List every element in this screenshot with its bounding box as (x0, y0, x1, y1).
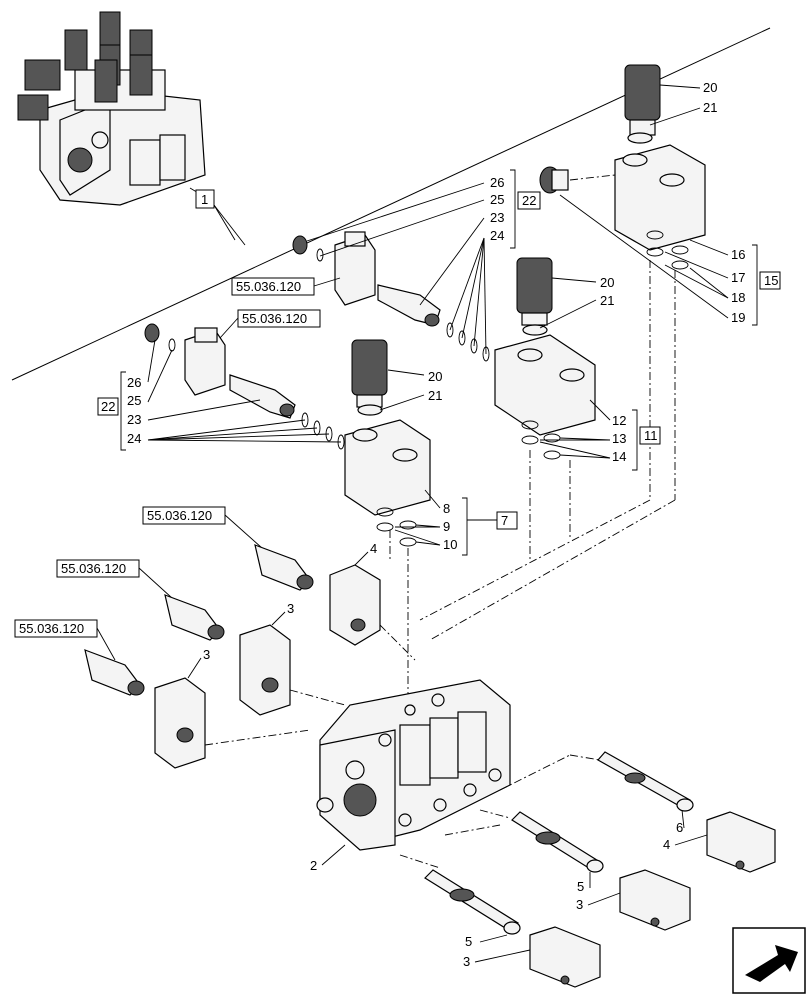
callout-5-lower: 5 (465, 934, 472, 949)
end-cap-4-right (706, 811, 776, 873)
callout-24-upper: 24 (490, 228, 504, 243)
quick-coupler-top-right (624, 64, 661, 144)
callout-26-upper: 26 (490, 175, 504, 190)
callout-9: 9 (443, 519, 450, 534)
spool-6 (597, 751, 694, 812)
callout-1: 1 (201, 192, 208, 207)
cartridge-valve-lower (229, 374, 296, 419)
valve-block-7 (344, 419, 431, 516)
plug-19 (539, 166, 569, 194)
reference-55-036-120-e[interactable]: 55.036.120 (19, 621, 84, 636)
callout-23-lower: 23 (127, 412, 141, 427)
callout-20-middle: 20 (600, 275, 614, 290)
callout-10: 10 (443, 537, 457, 552)
callout-16: 16 (731, 247, 745, 262)
quick-coupler-middle (516, 257, 553, 336)
callout-13: 13 (612, 431, 626, 446)
callout-5-upper: 5 (577, 879, 584, 894)
overview-assembly (17, 11, 211, 206)
callout-25-lower: 25 (127, 393, 141, 408)
solenoid-coil-lower (144, 323, 226, 396)
valve-block-15 (614, 144, 706, 251)
callout-19: 19 (731, 310, 745, 325)
cartridge-valve-upper (377, 284, 441, 327)
callout-20-center: 20 (428, 369, 442, 384)
callout-21-center: 21 (428, 388, 442, 403)
end-cap-3-lower (529, 926, 601, 988)
solenoid-actuator-c (254, 544, 314, 591)
callout-26-lower: 26 (127, 375, 141, 390)
cover-plate-3-middle (239, 624, 291, 716)
callout-3-end-lower: 3 (463, 954, 470, 969)
valve-block-11 (494, 334, 596, 436)
callout-22-upper: 22 (522, 193, 536, 208)
end-cap-3-middle (619, 869, 691, 931)
spool-5-lower (424, 869, 521, 935)
cover-plate-3-left (154, 677, 206, 769)
main-valve-body (316, 679, 511, 851)
solenoid-actuator-d (164, 594, 225, 641)
callout-2: 2 (310, 858, 317, 873)
reference-55-036-120-c[interactable]: 55.036.120 (147, 508, 212, 523)
callout-3-end-middle: 3 (576, 897, 583, 912)
callout-12: 12 (612, 413, 626, 428)
callout-23-upper: 23 (490, 210, 504, 225)
reference-55-036-120-a[interactable]: 55.036.120 (236, 279, 301, 294)
callout-14: 14 (612, 449, 626, 464)
next-page-arrow-icon[interactable] (732, 927, 806, 994)
callout-21: 21 (703, 100, 717, 115)
callout-21-middle: 21 (600, 293, 614, 308)
callout-3-left: 3 (203, 647, 210, 662)
callout-25-upper: 25 (490, 192, 504, 207)
callout-18: 18 (731, 290, 745, 305)
quick-coupler-center (351, 339, 388, 416)
spool-5-upper (511, 811, 604, 873)
callout-3-middle: 3 (287, 601, 294, 616)
callout-7: 7 (501, 513, 508, 528)
solenoid-coil-upper (292, 231, 376, 306)
callout-24-lower: 24 (127, 431, 141, 446)
callout-22-lower: 22 (101, 399, 115, 414)
callout-11: 11 (644, 428, 658, 443)
callout-20: 20 (703, 80, 717, 95)
solenoid-actuator-e (84, 649, 145, 696)
reference-55-036-120-d[interactable]: 55.036.120 (61, 561, 126, 576)
cover-plate-4-left (329, 564, 381, 646)
reference-55-036-120-b[interactable]: 55.036.120 (242, 311, 307, 326)
callout-4-right: 4 (663, 837, 670, 852)
callout-4-left: 4 (370, 541, 377, 556)
callout-17: 17 (731, 270, 745, 285)
callout-6: 6 (676, 820, 683, 835)
callout-8: 8 (443, 501, 450, 516)
callout-15: 15 (764, 273, 778, 288)
